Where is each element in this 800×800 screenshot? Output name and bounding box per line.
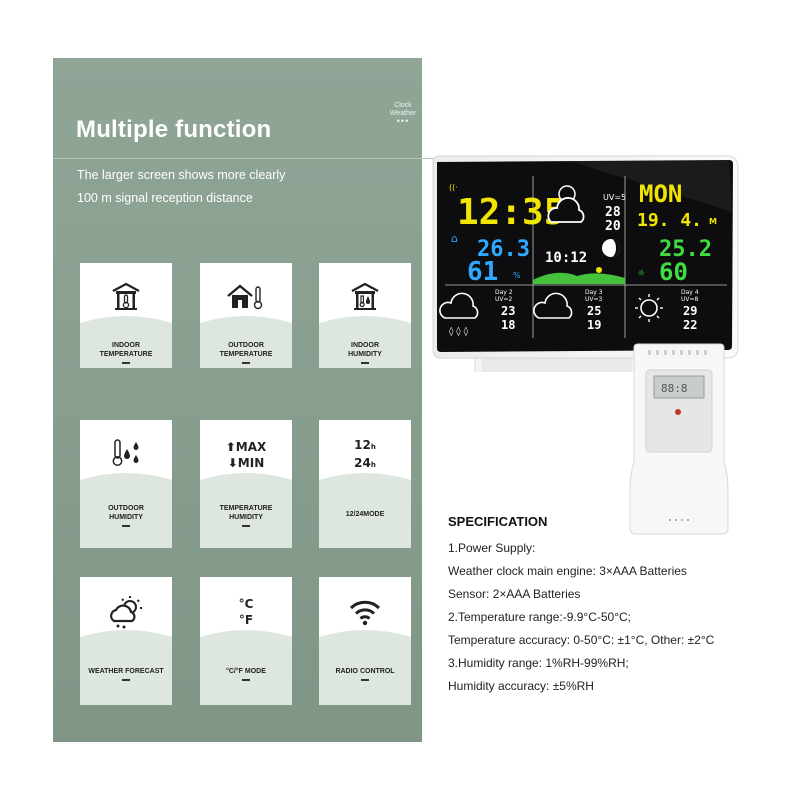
lcd-day2-low: 18 [501, 318, 515, 332]
lcd-indoor-temperature: 26.3 [477, 237, 530, 262]
home-thermometer-icon [200, 275, 292, 317]
feature-card-outdoor-humidity: OUTDOOR HUMIDITY [80, 420, 172, 548]
lcd-day3: Day 3 [585, 289, 603, 296]
title-divider [53, 158, 483, 159]
lcd-day4-low: 22 [683, 318, 697, 332]
lcd-day2-high: 23 [501, 304, 515, 318]
lcd-day2: Day 2 [495, 289, 513, 296]
celsius-fahrenheit-icon: °C °F [238, 597, 254, 627]
spec-line-5: Temperature accuracy: 0-50°C: ±1°C, Othe… [448, 633, 715, 647]
label-dash [122, 525, 130, 527]
brand-line-2: Weather [389, 110, 417, 117]
feature-card-12-24-mode: 12h 24h 12/24MODE [319, 420, 411, 548]
lcd-outdoor-temperature: 25.2 [659, 237, 712, 262]
spec-line-3: Sensor: 2×AAA Batteries [448, 587, 581, 601]
lcd-day4-uv: UV=8 [681, 296, 699, 303]
wifi-icon [319, 591, 411, 633]
lcd-day4-high: 29 [683, 304, 697, 318]
lcd-day: MON [639, 180, 682, 208]
time-mode-icon: 12h 24h [354, 438, 376, 470]
feature-label: °C/°F MODE [226, 668, 266, 675]
lcd-today-high: 28 [605, 205, 621, 220]
feature-card-weather-forecast: WEATHER FORECAST [80, 577, 172, 705]
label-dash [122, 362, 130, 364]
label-dash [122, 679, 130, 681]
feature-label: INDOOR TEMPERATURE [99, 342, 153, 358]
max-min-icon: ⬆MAX ⬇MIN [225, 440, 267, 470]
svg-text:((·: ((· [449, 183, 458, 192]
brand-dots: ••• [396, 116, 410, 126]
lcd-day2-uv: UV=2 [495, 296, 513, 303]
house-thermometer-icon [80, 275, 172, 317]
sun-cloud-icon [80, 591, 172, 633]
feature-card-indoor-humidity: INDOOR HUMIDITY [319, 263, 411, 368]
thermometer-droplets-icon [80, 432, 172, 474]
label-dash [242, 362, 250, 364]
feature-card-celsius-fahrenheit: °C °F °C/°F MODE [200, 577, 292, 705]
svg-text:☼: ☼ [637, 269, 645, 279]
feature-label: RADIO CONTROL [335, 668, 395, 675]
feature-card-outdoor-temperature: OUTDOOR TEMPERATURE [200, 263, 292, 368]
feature-label: 12/24MODE [345, 511, 385, 518]
max-text: MAX [235, 440, 267, 454]
subtitle-range: 100 m signal reception distance [77, 191, 253, 205]
feature-label: INDOOR HUMIDITY [348, 342, 382, 358]
spec-line-6: 3.Humidity range: 1%RH-99%RH; [448, 656, 629, 670]
brand-line-1: Clock [394, 102, 412, 109]
spec-title: SPECIFICATION [448, 514, 548, 529]
spec-line-4: 2.Temperature range:-9.9°C-50°C; [448, 610, 632, 624]
lcd-today-low: 20 [605, 219, 621, 234]
lcd-uv-today: UV=5 [603, 193, 626, 202]
house-droplet-icon [319, 275, 411, 317]
feature-label: WEATHER FORECAST [88, 668, 164, 675]
page-title: Multiple function [76, 116, 272, 143]
spec-line-2: Weather clock main engine: 3×AAA Batteri… [448, 564, 687, 578]
label-dash [361, 362, 369, 364]
lcd-day3-high: 25 [587, 304, 601, 318]
feature-label: TEMPERATURE HUMIDITY [219, 505, 273, 521]
outdoor-sensor: 88:8 [629, 343, 729, 535]
label-dash [361, 679, 369, 681]
svg-text:◊ ◊ ◊: ◊ ◊ ◊ [449, 326, 469, 337]
spec-line-7: Humidity accuracy: ±5%RH [448, 679, 594, 693]
feature-card-indoor-temperature: INDOOR TEMPERATURE [80, 263, 172, 368]
weather-station-device: 12:35 ((· 26.3 ⌂ 61 % UV=5 28 20 10:12 M… [432, 155, 739, 372]
min-text: MIN [237, 456, 265, 470]
feature-card-radio-control: RADIO CONTROL [319, 577, 411, 705]
lcd-outdoor-humidity: 60 [659, 258, 688, 286]
svg-text:88:8: 88:8 [661, 382, 688, 395]
label-dash [242, 525, 250, 527]
feature-label: OUTDOOR HUMIDITY [108, 505, 144, 521]
lcd-day3-low: 19 [587, 318, 601, 332]
lcd-date-suffix: M [709, 217, 717, 226]
lcd-time: 12:35 [457, 192, 565, 233]
svg-text:⌂: ⌂ [451, 232, 458, 245]
lcd-indoor-humidity: 61 [467, 257, 498, 287]
feature-card-max-min: ⬆MAX ⬇MIN TEMPERATURE HUMIDITY [200, 420, 292, 548]
lcd-day3-uv: UV=3 [585, 296, 603, 303]
lcd-center-time: 10:12 [545, 250, 587, 266]
brand-logo: Clock Weather ••• [385, 102, 421, 126]
subtitle-screen: The larger screen shows more clearly [77, 168, 286, 182]
lcd-day4: Day 4 [681, 289, 699, 296]
lcd-date: 19. 4. [637, 210, 702, 231]
label-dash [242, 679, 250, 681]
feature-label: OUTDOOR TEMPERATURE [219, 342, 273, 358]
spec-line-1: 1.Power Supply: [448, 541, 536, 555]
svg-text:%: % [513, 271, 521, 280]
